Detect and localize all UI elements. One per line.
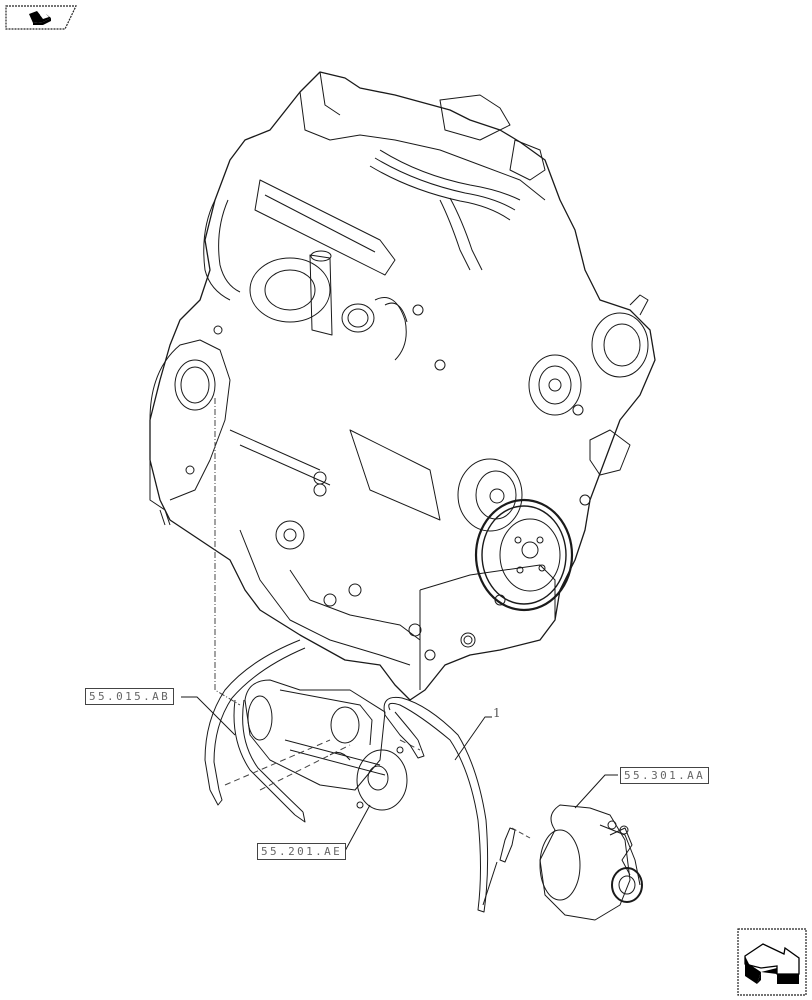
- leader-55.015.AB: [181, 696, 236, 736]
- engine-assembly: [149, 71, 656, 701]
- battery-cable: [383, 696, 516, 913]
- callout-55-301-aa[interactable]: 55.301.AA: [620, 767, 710, 784]
- leader-item-1: [454, 716, 492, 761]
- next-page-arrow-icon: [737, 928, 807, 996]
- back-navigation-button[interactable]: [5, 5, 77, 30]
- next-page-button[interactable]: [737, 928, 807, 996]
- callout-55-015-ab[interactable]: 55.015.AB: [85, 688, 175, 705]
- book-back-icon: [5, 5, 77, 30]
- ground-cable: [204, 639, 306, 823]
- alternator: [539, 804, 643, 921]
- starter-motor: [244, 679, 408, 811]
- callout-55-201-ae[interactable]: 55.201.AE: [257, 843, 347, 860]
- leader-55.301.AA: [574, 774, 618, 809]
- item-number-1: 1: [493, 706, 501, 720]
